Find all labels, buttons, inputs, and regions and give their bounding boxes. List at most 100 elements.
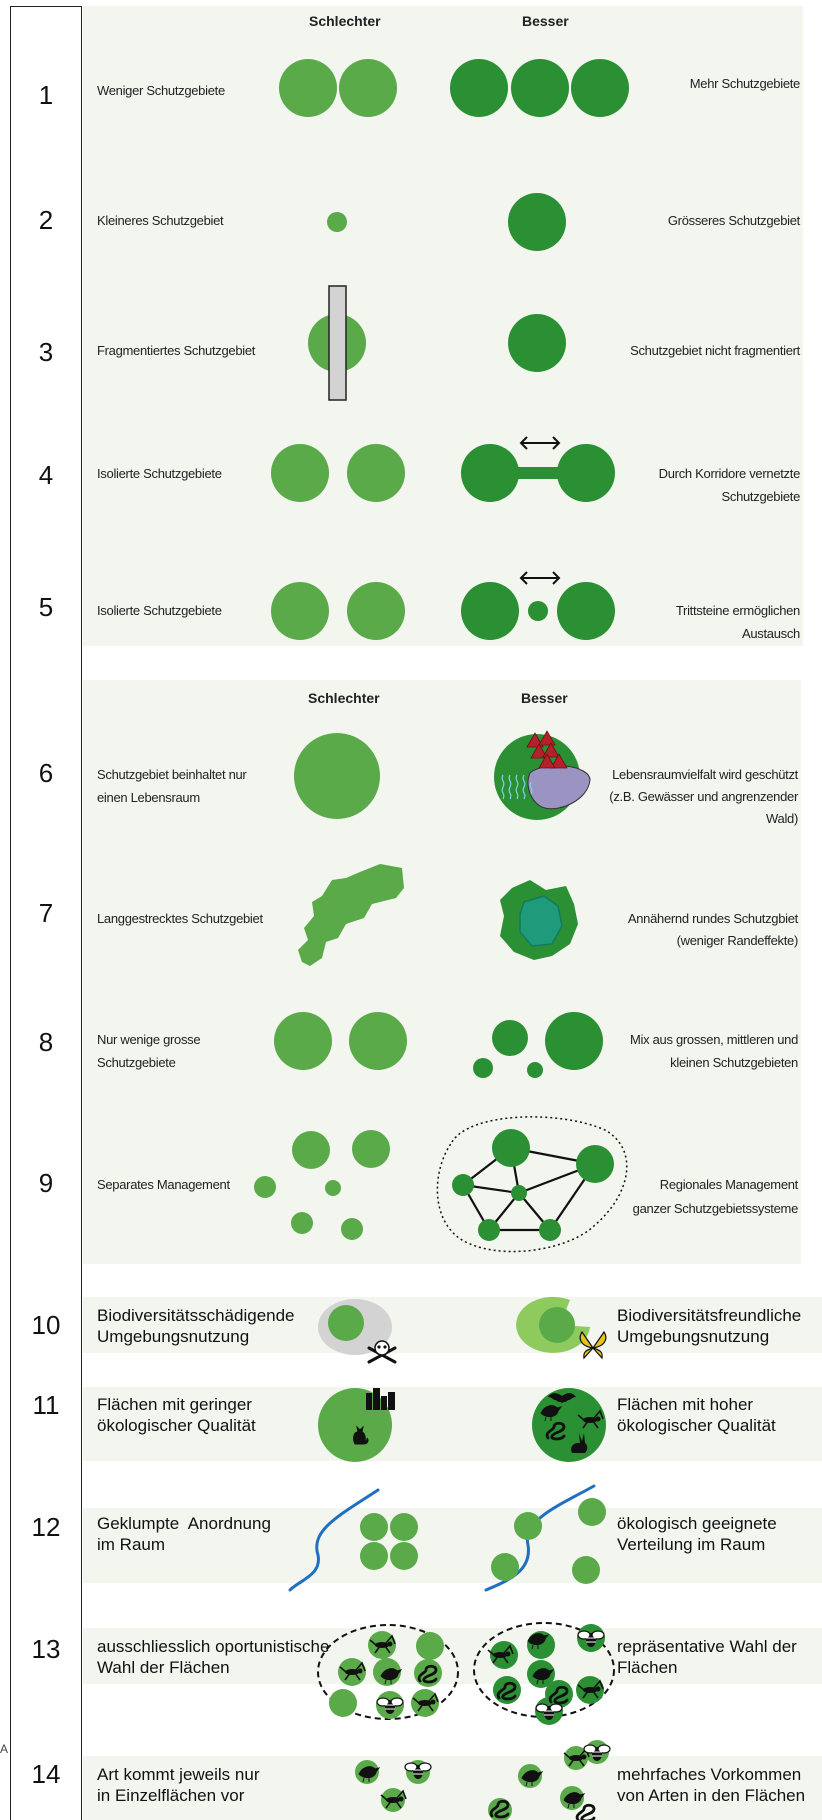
- row-13-worse-label-1: ausschliesslich oportunistische: [97, 1637, 330, 1656]
- row-14-worse-label-1: Art kommt jeweils nur: [97, 1765, 260, 1784]
- header-worse-2: Schlechter: [308, 690, 380, 706]
- row-5-better-label-2: Austausch: [741, 626, 800, 641]
- row-5-worse-graphic: [271, 582, 405, 640]
- row-11-better-label-2: ökologischer Qualität: [617, 1416, 776, 1435]
- row-5-better-graphic: [461, 582, 615, 640]
- row-11-better-graphic: [532, 1388, 606, 1462]
- row-11-worse-graphic: [318, 1388, 395, 1462]
- row-8-better-graphic: [473, 1012, 603, 1078]
- row-12-better-graphic: [484, 1484, 606, 1592]
- row-3-better-label: Schutzgebiet nicht fragmentiert: [630, 343, 800, 358]
- row-14-better-graphic: [488, 1740, 611, 1820]
- row-number-1: 1: [38, 80, 54, 110]
- row-14-better-label-1: mehrfaches Vorkommen: [617, 1765, 802, 1784]
- row-8-worse-label-2: Schutzgebiete: [97, 1055, 176, 1070]
- butterfly-icon: [579, 1330, 607, 1360]
- row-number-12: 12: [31, 1512, 61, 1542]
- row-10-better-graphic: [516, 1296, 607, 1360]
- row-1-better-label: Mehr Schutzgebiete: [689, 76, 801, 91]
- row-1-worse-label: Weniger Schutzgebiete: [97, 83, 225, 98]
- header-better: Besser: [522, 13, 569, 29]
- header-better-2: Besser: [521, 690, 568, 706]
- skull-icon: [367, 1340, 397, 1364]
- stray-text: A: [0, 1742, 9, 1756]
- header-worse: Schlechter: [309, 13, 381, 29]
- row-number-7: 7: [38, 898, 54, 928]
- row-12-better-label-2: Verteilung im Raum: [617, 1535, 766, 1554]
- row-5-worse-label: Isolierte Schutzgebiete: [97, 603, 222, 618]
- row-4-worse-graphic: [271, 444, 405, 502]
- row-6-worse-graphic: [294, 733, 380, 819]
- row-number-14: 14: [31, 1759, 61, 1789]
- row-number-4: 4: [38, 460, 54, 490]
- row-8-better-label-1: Mix aus grossen, mittleren und: [629, 1032, 798, 1047]
- panel-design: [83, 680, 801, 1264]
- row-10-worse-label-1: Biodiversitätsschädigende: [97, 1306, 295, 1325]
- row-number-11: 11: [32, 1390, 60, 1420]
- row-2-better-label: Grösseres Schutzgebiet: [667, 213, 800, 228]
- band-row-14: [83, 1756, 822, 1820]
- row-10-better-label-2: Umgebungsnutzung: [617, 1327, 770, 1346]
- row-1-better-graphic: [450, 59, 629, 117]
- band-row-12: [83, 1508, 822, 1583]
- row-number-2: 2: [38, 205, 54, 235]
- double-arrow-icon: [519, 436, 561, 450]
- row-9-better-label-2: ganzer Schutzgebietssysteme: [632, 1201, 799, 1216]
- row-10-better-label-1: Biodiversitätsfreundliche: [617, 1306, 802, 1325]
- row-12-worse-label-2: im Raum: [97, 1535, 166, 1554]
- row-11-worse-label-1: Flächen mit geringer: [97, 1395, 252, 1414]
- row-14-better-label-2: von Arten in den Flächen: [617, 1786, 806, 1805]
- panel-structure: [83, 6, 803, 646]
- row-9-worse-graphic: [254, 1130, 390, 1240]
- number-column: [10, 6, 82, 1820]
- row-9-worse-label: Separates Management: [97, 1177, 230, 1192]
- double-arrow-icon: [519, 571, 561, 585]
- row-11-worse-label-2: ökologischer Qualität: [97, 1416, 256, 1435]
- row-3-worse-graphic: [308, 285, 366, 401]
- row-3-better-graphic: [508, 314, 566, 372]
- row-1-worse-graphic: [279, 59, 397, 117]
- row-12-worse-label-1: Geklumpte Anordnung: [97, 1514, 271, 1533]
- row-4-better-label-2: Schutzgebiete: [721, 489, 801, 504]
- row-7-better-label-1: Annähernd rundes Schutzgbiet: [627, 911, 798, 926]
- row-number-10: 10: [31, 1310, 61, 1340]
- row-6-worse-label-1: Schutzgebiet beinhaltet nur: [97, 767, 247, 782]
- row-14-worse-label-2: in Einzelflächen vor: [97, 1786, 245, 1805]
- row-8-better-label-2: kleinen Schutzgebieten: [670, 1055, 798, 1070]
- row-4-worse-label: Isolierte Schutzgebiete: [97, 466, 222, 481]
- row-8-worse-graphic: [274, 1012, 407, 1070]
- row-2-worse-graphic: [327, 212, 347, 232]
- row-number-8: 8: [38, 1027, 54, 1057]
- row-6-worse-label-2: einen Lebensraum: [97, 790, 200, 805]
- row-number-3: 3: [38, 337, 54, 367]
- row-2-worse-label: Kleineres Schutzgebiet: [97, 213, 224, 228]
- row-number-6: 6: [38, 758, 54, 788]
- row-2-better-graphic: [508, 193, 566, 251]
- row-7-better-graphic: [500, 880, 578, 960]
- row-10-worse-label-2: Umgebungsnutzung: [97, 1327, 250, 1346]
- row-7-worse-graphic: [298, 864, 404, 966]
- row-13-better-graphic: [473, 1622, 615, 1725]
- row-14-worse-graphic: [355, 1760, 432, 1812]
- row-6-better-label-1: Lebensraumvielfalt wird geschützt: [612, 767, 798, 782]
- row-13-better-label-1: repräsentative Wahl der: [617, 1637, 797, 1656]
- row-13-worse-label-2: Wahl der Flächen: [97, 1658, 230, 1677]
- forest-icon: [526, 730, 568, 769]
- row-3-worse-label: Fragmentiertes Schutzgebiet: [97, 343, 256, 358]
- band-row-11: [83, 1387, 822, 1461]
- row-9-better-label-1: Regionales Management: [659, 1177, 799, 1192]
- row-13-worse-graphic: [317, 1624, 459, 1720]
- row-number-13: 13: [31, 1634, 61, 1664]
- row-12-worse-graphic: [288, 1488, 418, 1592]
- row-8-worse-label-1: Nur wenige grosse: [97, 1032, 201, 1047]
- row-4-better-graphic: [461, 444, 615, 502]
- row-number-9: 9: [38, 1168, 54, 1198]
- row-13-better-label-2: Flächen: [617, 1658, 678, 1677]
- row-6-better-label-3: Wald): [766, 811, 798, 826]
- row-10-worse-graphic: [318, 1299, 397, 1364]
- snake-icon: [575, 1803, 596, 1820]
- row-6-better-label-2: (z.B. Gewässer und angrenzender: [609, 789, 798, 804]
- city-icon: [366, 1388, 395, 1410]
- band-row-10: [83, 1297, 822, 1353]
